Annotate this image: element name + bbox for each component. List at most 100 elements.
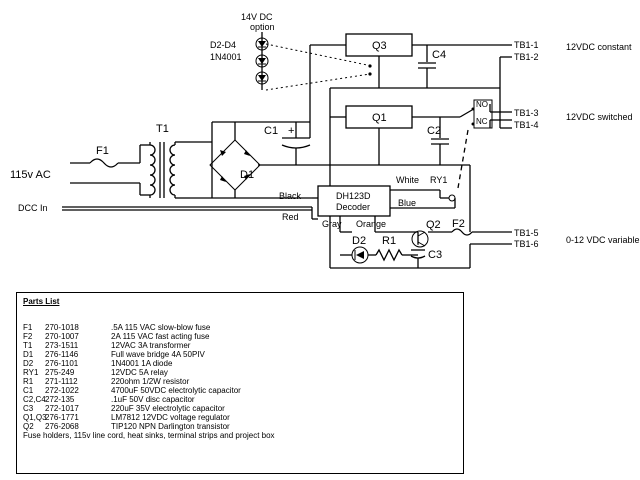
capacitor-c1: C1 + <box>264 122 311 165</box>
part-number: 272-1022 <box>45 386 79 395</box>
part-ref: C3 <box>23 404 34 413</box>
output-constant-label: 12VDC constant <box>566 42 632 52</box>
part-ref: RY1 <box>23 368 39 377</box>
wire-orange-label: Orange <box>356 219 386 229</box>
option-subtitle-label: option <box>250 22 275 32</box>
part-description: TIP120 NPN Darlington transistor <box>111 422 230 431</box>
part-description: Full wave bridge 4A 50PIV <box>111 350 205 359</box>
part-number: 273-1511 <box>45 341 79 350</box>
option-title-label: 14V DC <box>241 12 273 22</box>
diode-d4-option-icon <box>255 71 269 85</box>
transistor-q2: Q2 <box>411 219 441 248</box>
terminal-block: TB1-1 TB1-2 TB1-3 TB1-4 TB1-5 TB1-6 12VD… <box>499 40 640 249</box>
part-description: 12VDC 5A relay <box>111 368 168 377</box>
wire-blue-label: Blue <box>398 198 416 208</box>
resistor-r1: R1 <box>375 235 403 262</box>
transformer-t1: T1 <box>149 123 176 198</box>
c1-plus-label: + <box>288 125 294 137</box>
t1-label: T1 <box>156 123 169 135</box>
fuse-f2-icon: F2 <box>451 218 473 236</box>
part-ref: Q1,Q3 <box>23 413 47 422</box>
no-contact-label: NO <box>476 100 488 109</box>
terminal-tb1-3: TB1-3 <box>514 108 539 118</box>
bridge-rectifier-d1: D1 <box>209 121 310 198</box>
list-item: Q2 276-2068 TIP120 NPN Darlington transist… <box>23 422 457 431</box>
part-ref: C2,C4 <box>23 395 46 404</box>
regulator-q1: Q1 <box>345 105 413 129</box>
diodes-ref-label: D2-D4 <box>210 40 236 50</box>
c3-label: C3 <box>428 249 442 261</box>
terminal-tb1-5: TB1-5 <box>514 228 539 238</box>
dcc-in-label: DCC In <box>18 203 48 213</box>
circuit-schematic: 14V DC option D2-D4 1N4001 Q3 <box>10 12 640 269</box>
list-item: Q1,Q3276-1771 LM7812 12VDC voltage regula… <box>23 413 457 422</box>
part-description: 1N4001 1A diode <box>111 359 173 368</box>
diode-d2: D2 <box>351 235 369 264</box>
decoder-name-label: Decoder <box>336 202 370 212</box>
part-ref: C1 <box>23 386 34 395</box>
c1-label: C1 <box>264 125 278 137</box>
f1-label: F1 <box>96 145 109 157</box>
diodes-type-label: 1N4001 <box>210 52 242 62</box>
part-number: 272-135 <box>45 395 75 404</box>
output-variable-label: 0-12 VDC variable <box>566 235 640 245</box>
list-item: C2,C4272-135 .1uF 50V disc capacitor <box>23 395 457 404</box>
part-description: 220uF 35V electrolytic capacitor <box>111 404 225 413</box>
q3-label: Q3 <box>372 40 387 52</box>
list-item: RY1 275-249 12VDC 5A relay <box>23 368 457 377</box>
capacitor-c4: C4 <box>418 45 446 88</box>
ac-input-label: 115v AC <box>10 169 51 181</box>
terminal-tb1-6: TB1-6 <box>514 239 539 249</box>
regulator-q3: Q3 <box>345 33 413 57</box>
wire-gray-label: Gray <box>322 219 342 229</box>
list-item: D2 276-1101 1N4001 1A diode <box>23 359 457 368</box>
part-number: 276-1101 <box>45 359 79 368</box>
wire-red-label: Red <box>282 212 299 222</box>
c4-label: C4 <box>432 49 446 61</box>
q2-label: Q2 <box>426 219 441 231</box>
part-number: 270-1007 <box>45 332 79 341</box>
terminal-tb1-4: TB1-4 <box>514 120 539 130</box>
part-number: 276-1771 <box>45 413 79 422</box>
list-item: C1 272-1022 4700uF 50VDC electrolytic capa… <box>23 386 457 395</box>
r1-label: R1 <box>382 235 396 247</box>
relay-ry1: NO NC RY1 <box>430 99 505 202</box>
ry1-label: RY1 <box>430 175 447 185</box>
part-description: LM7812 12VDC voltage regulator <box>111 413 230 422</box>
part-number: 276-1146 <box>45 350 79 359</box>
diode-d2-option-icon <box>255 37 269 51</box>
d1-label: D1 <box>240 169 254 181</box>
wire-black-label: Black <box>279 191 302 201</box>
f2-label: F2 <box>452 218 465 230</box>
decoder-dh123d: DH123D Decoder <box>317 185 391 217</box>
output-switched-label: 12VDC switched <box>566 112 633 122</box>
nc-contact-label: NC <box>476 117 488 126</box>
capacitor-c3: C3 <box>410 249 442 268</box>
parts-list-note: Fuse holders, 115v line cord, heat sinks… <box>23 431 275 440</box>
c2-label: C2 <box>427 125 441 137</box>
part-description: .1uF 50V disc capacitor <box>111 395 195 404</box>
terminal-tb1-2: TB1-2 <box>514 52 539 62</box>
part-description: 4700uF 50VDC electrolytic capacitor <box>111 386 241 395</box>
part-number: 271-1112 <box>45 377 78 386</box>
part-description: .5A 115 VAC slow-blow fuse <box>111 323 211 332</box>
list-item: D1 276-1146 Full wave bridge 4A 50PIV <box>23 350 457 359</box>
terminal-tb1-1: TB1-1 <box>514 40 539 50</box>
part-ref: D2 <box>23 359 34 368</box>
part-number: 275-249 <box>45 368 75 377</box>
d2-label: D2 <box>352 235 366 247</box>
part-number: 272-1017 <box>45 404 79 413</box>
parts-list-title: Parts List <box>23 297 60 306</box>
part-number: 276-2068 <box>45 422 79 431</box>
q1-label: Q1 <box>372 112 387 124</box>
capacitor-c2: C2 <box>427 117 449 165</box>
list-item: C3 272-1017 220uF 35V electrolytic capacit… <box>23 404 457 413</box>
part-ref: D1 <box>23 350 34 359</box>
part-ref: Q2 <box>23 422 34 431</box>
part-ref: R1 <box>23 377 34 386</box>
